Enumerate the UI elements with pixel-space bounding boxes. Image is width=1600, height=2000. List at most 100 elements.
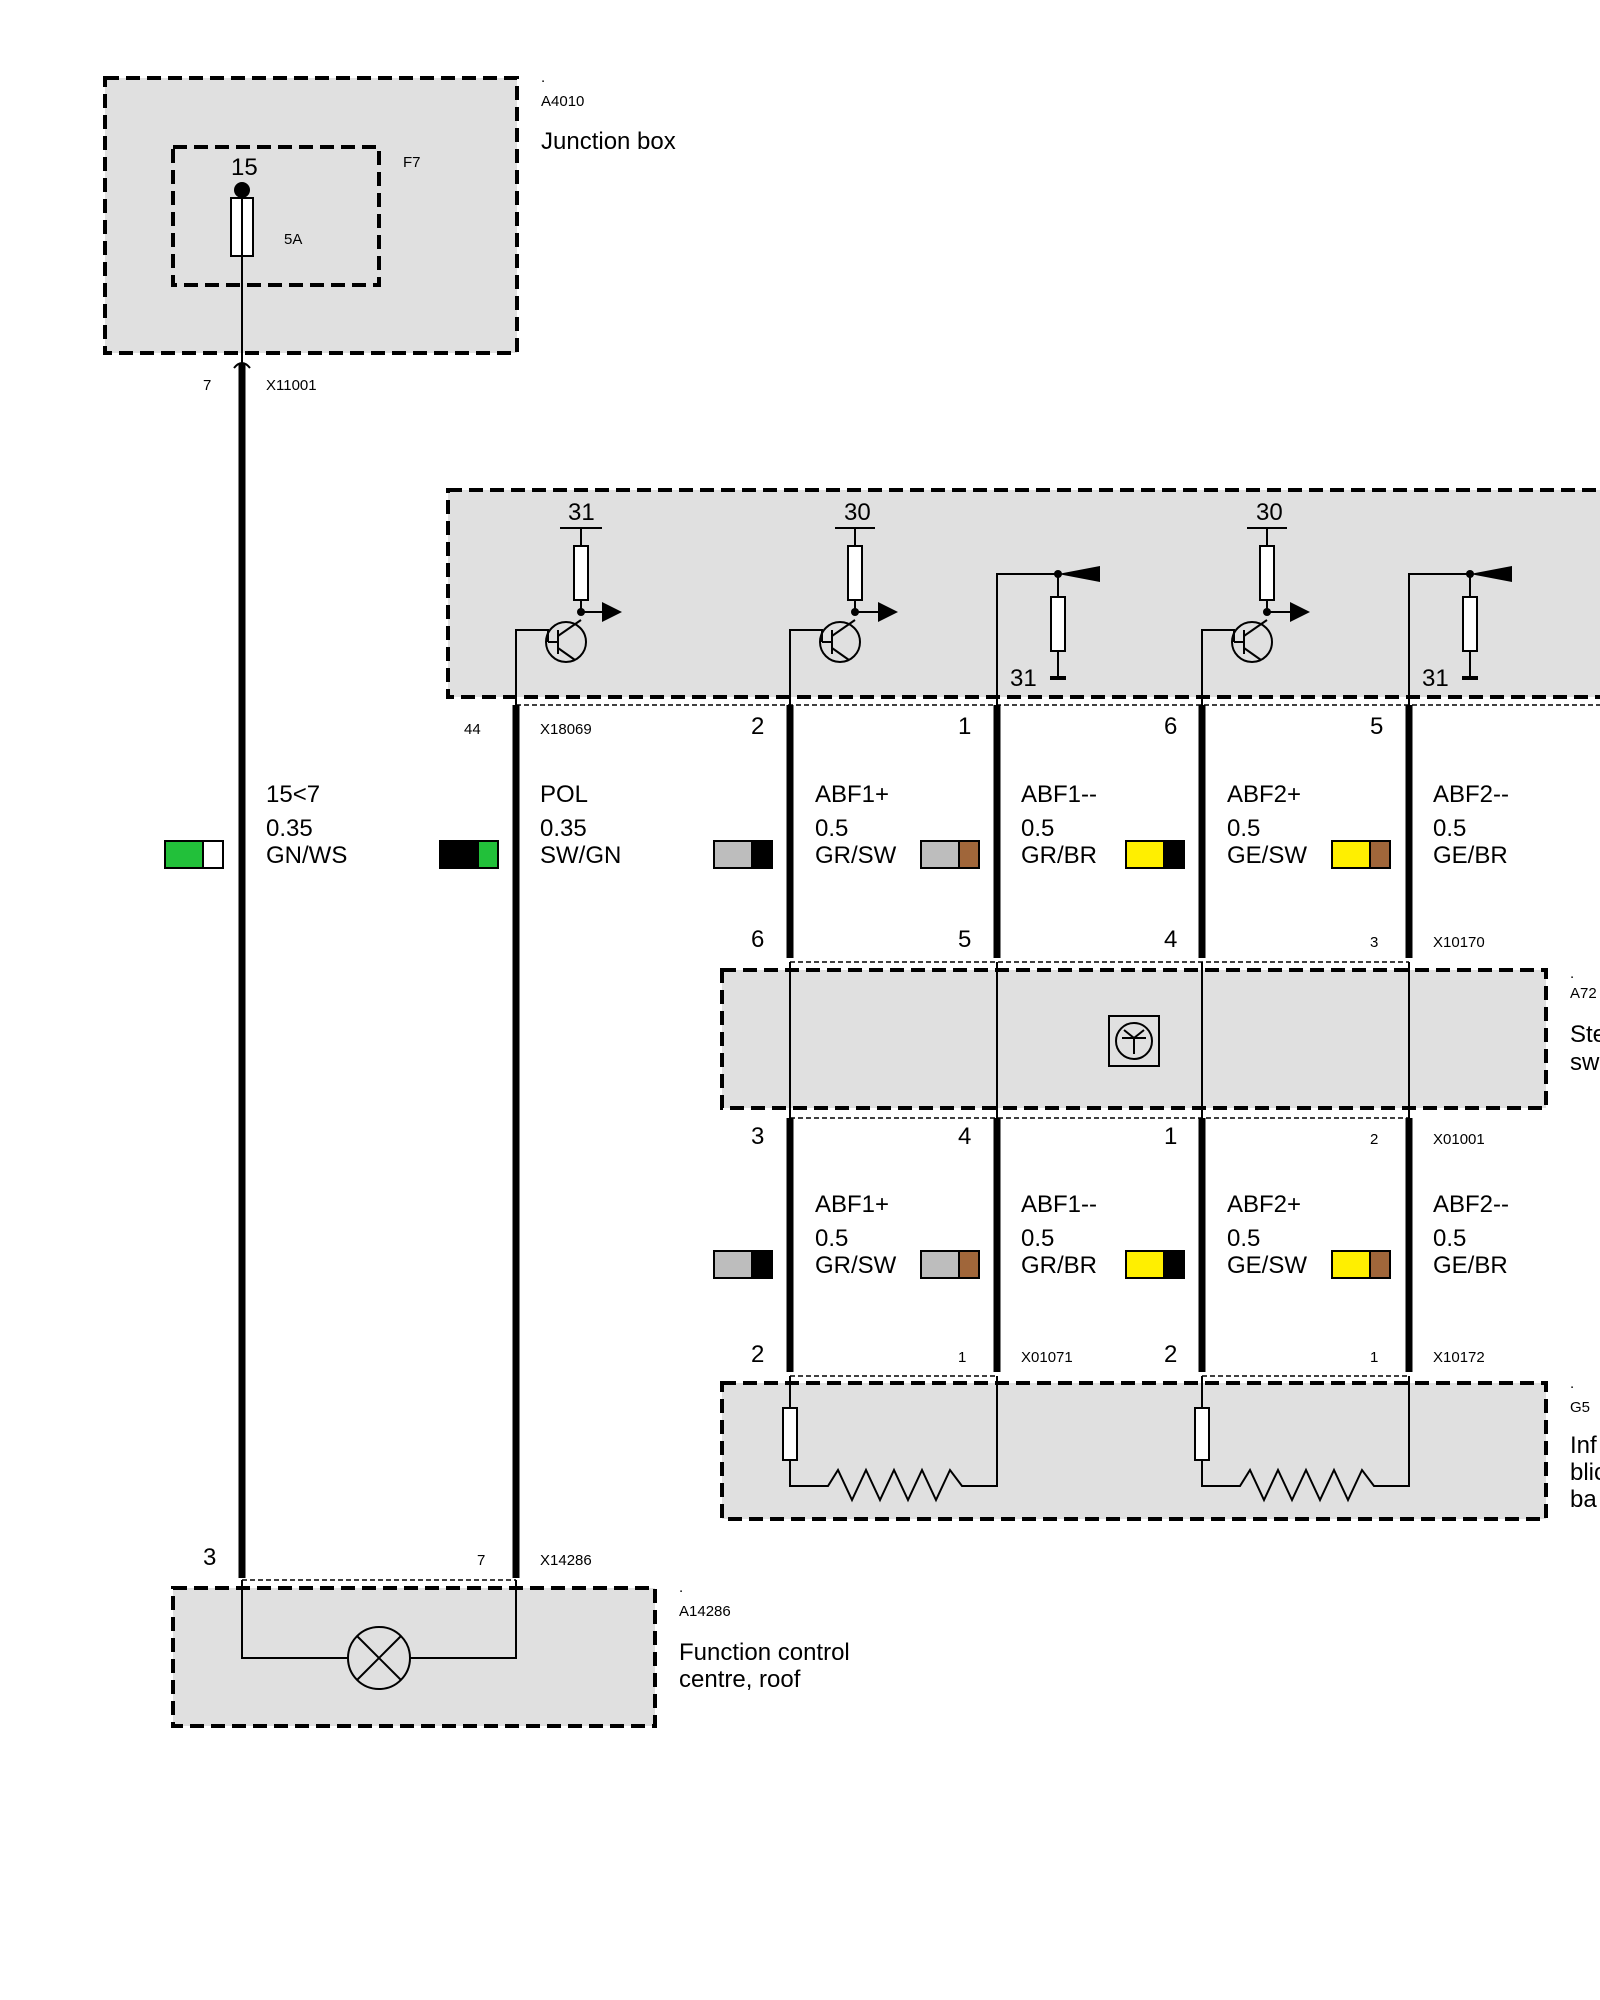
top-pin-4: 5 — [1370, 713, 1383, 740]
x10172-pin-2: 1 — [1370, 1349, 1378, 1366]
x01001-pin-4: 2 — [1370, 1131, 1378, 1148]
x10170-pin-3: 4 — [1164, 926, 1177, 953]
switch-module-icon — [1108, 1015, 1160, 1067]
upper-wire-1-signal: ABF1+ — [815, 781, 889, 808]
sensor-element-icon — [1194, 1376, 1410, 1503]
g5-name-1: Inf — [1570, 1432, 1597, 1459]
g5-dot: . — [1570, 1375, 1574, 1392]
upper-wire-2-color: GR/BR — [1021, 842, 1097, 869]
wire-color-swatch-ge-sw-lower — [1125, 1250, 1185, 1279]
lamp-icon — [347, 1626, 411, 1690]
upper-wire-label-1: ABF1+ 0.5 GR/SW — [815, 781, 897, 869]
x11001-pin: 7 — [203, 377, 211, 394]
g5-id: G5 — [1570, 1399, 1590, 1416]
a72-dot: . — [1570, 965, 1574, 982]
control-module: 31 30 — [446, 488, 1600, 705]
a14286-name-2: centre, roof — [679, 1666, 801, 1693]
a14286-dot: . — [679, 1579, 683, 1596]
x14286-label: X14286 — [540, 1552, 592, 1569]
g5-name-3: ba — [1570, 1486, 1597, 1513]
sensor-element-icon — [782, 1376, 998, 1503]
wire-color-swatch-gr-sw-lower — [713, 1250, 773, 1279]
terminal-30a: 30 — [844, 499, 871, 526]
wire-color-swatch-gn-ws — [164, 840, 224, 869]
transistor-icon: 30 — [789, 499, 898, 705]
lower-wire-2-color: GR/BR — [1021, 1252, 1097, 1279]
x01001-pin-2: 4 — [958, 1123, 971, 1150]
x10170-pin-4: 3 — [1370, 934, 1378, 951]
transistor-icon: 30 — [1201, 499, 1310, 705]
x01071-pin-2: 1 — [958, 1349, 966, 1366]
a72-id: A72 — [1570, 985, 1597, 1002]
lower-wire-4-signal: ABF2-- — [1433, 1191, 1509, 1218]
lower-wire-3-gauge: 0.5 — [1227, 1225, 1260, 1252]
upper-wire-4-color: GE/BR — [1433, 842, 1508, 869]
lower-wire-3-color: GE/SW — [1227, 1252, 1307, 1279]
lower-wire-label-3: ABF2+ 0.5 GE/SW — [1227, 1191, 1307, 1279]
wire-color-swatch-sw-gn — [439, 840, 499, 869]
fuse-terminal: 15 — [231, 154, 258, 181]
lower-wire-1-signal: ABF1+ — [815, 1191, 889, 1218]
ground-31b: 31 — [1422, 665, 1449, 692]
wire-color-swatch-ge-br-lower — [1331, 1250, 1391, 1279]
wire-15-signal: 15<7 — [266, 781, 320, 808]
upper-wire-label-3: ABF2+ 0.5 GE/SW — [1227, 781, 1307, 869]
x01071-label: X01071 — [1021, 1349, 1073, 1366]
a14286-name-1: Function control — [679, 1639, 850, 1666]
upper-wire-4-gauge: 0.5 — [1433, 815, 1466, 842]
x18069-label: X18069 — [540, 721, 592, 738]
resistor-icon: 31 — [1408, 566, 1512, 705]
junction-box: . A4010 Junction box F7 15 5A — [103, 69, 676, 364]
lower-wire-2-gauge: 0.5 — [1021, 1225, 1054, 1252]
wire-color-swatch-gr-br — [920, 840, 980, 869]
x11001-label: X11001 — [266, 377, 317, 394]
fuse-rating: 5A — [284, 231, 302, 248]
blind-spot-sensor — [720, 1376, 1548, 1521]
x14286-pin-2: 7 — [477, 1552, 485, 1569]
x10170-label: X10170 — [1433, 934, 1485, 951]
x10170-pin-1: 6 — [751, 926, 764, 953]
lower-wire-1-gauge: 0.5 — [815, 1225, 848, 1252]
terminal-31: 31 — [568, 499, 595, 526]
a14286-id: A14286 — [679, 1603, 731, 1620]
lower-wire-3-signal: ABF2+ — [1227, 1191, 1301, 1218]
x01001-pin-1: 3 — [751, 1123, 764, 1150]
upper-wire-3-signal: ABF2+ — [1227, 781, 1301, 808]
wire-color-swatch-gr-br-lower — [920, 1250, 980, 1279]
x18069-pin: 44 — [464, 721, 481, 738]
terminal-30b: 30 — [1256, 499, 1283, 526]
lower-wire-1-color: GR/SW — [815, 1252, 897, 1279]
top-pin-2: 1 — [958, 713, 971, 740]
a72-name-2: sw — [1570, 1049, 1600, 1076]
top-pin-3: 6 — [1164, 713, 1177, 740]
top-pin-1: 2 — [751, 713, 764, 740]
lower-wire-2-signal: ABF1-- — [1021, 1191, 1097, 1218]
lower-wire-4-color: GE/BR — [1433, 1252, 1508, 1279]
ground-31a: 31 — [1010, 665, 1037, 692]
junction-box-name: Junction box — [541, 128, 676, 155]
lower-wire-label-2: ABF1-- 0.5 GR/BR — [1021, 1191, 1097, 1279]
upper-wire-1-gauge: 0.5 — [815, 815, 848, 842]
fuse-id: F7 — [403, 154, 421, 171]
resistor-icon: 31 — [996, 566, 1100, 705]
x10170-pin-2: 5 — [958, 926, 971, 953]
g5-name-2: blic — [1570, 1459, 1600, 1486]
lower-wire-label-1: ABF1+ 0.5 GR/SW — [815, 1191, 897, 1279]
wire-pol-signal: POL — [540, 781, 588, 808]
x01001-pin-3: 1 — [1164, 1123, 1177, 1150]
upper-wire-label-2: ABF1-- 0.5 GR/BR — [1021, 781, 1097, 869]
lower-wire-4-gauge: 0.5 — [1433, 1225, 1466, 1252]
junction-box-id: A4010 — [541, 93, 584, 110]
wire-color-swatch-ge-sw — [1125, 840, 1185, 869]
wire-pol-color: SW/GN — [540, 842, 621, 869]
upper-wire-3-gauge: 0.5 — [1227, 815, 1260, 842]
upper-wire-3-color: GE/SW — [1227, 842, 1307, 869]
upper-wire-2-gauge: 0.5 — [1021, 815, 1054, 842]
junction-box-dot: . — [541, 69, 545, 86]
steering-wheel-switch — [720, 962, 1548, 1118]
x10172-label: X10172 — [1433, 1349, 1485, 1366]
lower-wire-label-4: ABF2-- 0.5 GE/BR — [1433, 1191, 1509, 1279]
upper-wire-label-4: ABF2-- 0.5 GE/BR — [1433, 781, 1509, 869]
a72-name-1: Ste — [1570, 1021, 1600, 1048]
